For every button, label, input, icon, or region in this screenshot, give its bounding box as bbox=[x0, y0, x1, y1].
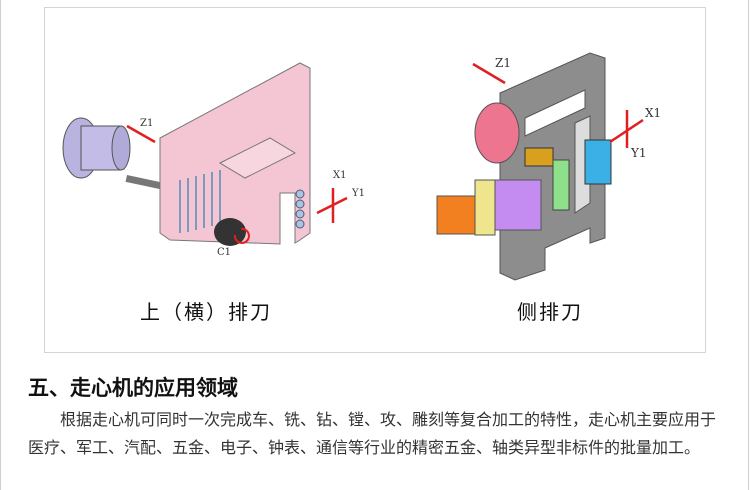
axis-arrows-left bbox=[126, 124, 348, 244]
axis-label-y1-left: Y1 bbox=[352, 188, 365, 199]
section-paragraph: 根据走心机可同时一次完成车、铣、钻、镗、攻、雕刻等复合加工的特性，走心机主要应用… bbox=[28, 410, 717, 457]
motor-mount bbox=[474, 179, 496, 236]
figure-frame: Z1 X1 Y1 C1 Z1 X1 Y1 上（横）排刀 侧排刀 bbox=[44, 7, 706, 353]
tool-holders-right bbox=[295, 189, 305, 229]
motor bbox=[436, 195, 476, 235]
section-heading: 五、走心机的应用领域 bbox=[28, 376, 238, 400]
axis-label-y1-right: Y1 bbox=[631, 146, 647, 160]
caption-top-gang-tool: 上（横）排刀 bbox=[140, 300, 272, 324]
axis-label-x1-left: X1 bbox=[333, 170, 347, 181]
axis-label-x1-right: X1 bbox=[645, 106, 662, 120]
top-gang-tool-illustration bbox=[62, 52, 644, 281]
spindle bbox=[62, 117, 167, 191]
gearbox bbox=[494, 179, 542, 231]
axis-arrows-right bbox=[472, 62, 644, 148]
c-axis-head bbox=[214, 218, 246, 246]
chain-green bbox=[552, 159, 570, 211]
caption-side-gang-tool: 侧排刀 bbox=[517, 300, 583, 324]
axis-label-z1-right: Z1 bbox=[495, 56, 511, 70]
tool-plate bbox=[159, 62, 311, 245]
axis-label-c1: C1 bbox=[217, 247, 232, 258]
page-right-border bbox=[748, 0, 749, 490]
axis-label-z1-left: Z1 bbox=[140, 118, 154, 129]
tool-block bbox=[524, 147, 554, 167]
page-left-border bbox=[0, 0, 1, 490]
slide-blue bbox=[584, 139, 612, 185]
spindle-pink bbox=[474, 102, 520, 164]
tools bbox=[179, 170, 221, 233]
